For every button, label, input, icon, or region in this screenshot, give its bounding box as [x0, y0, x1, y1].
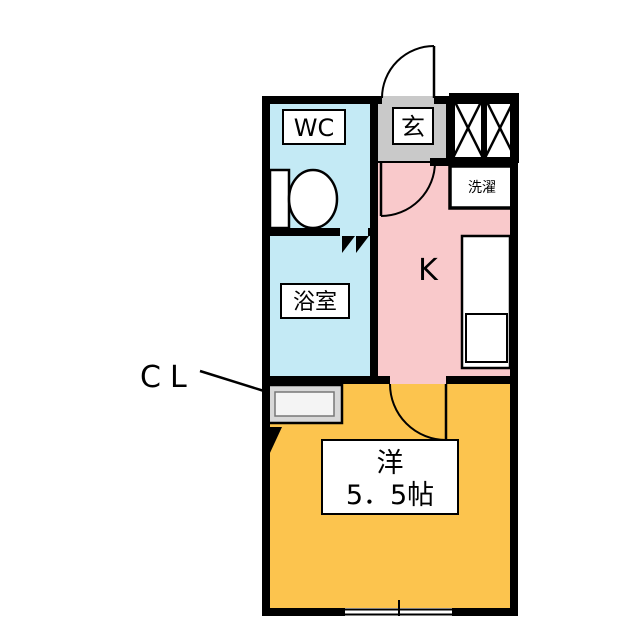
wc-label-box	[282, 109, 346, 145]
wall-bottom-right	[452, 608, 518, 616]
wall-genkan-shaft	[446, 96, 454, 164]
closet-door-mark	[269, 427, 282, 455]
wall-kitchen-room	[446, 376, 518, 384]
sink-icon	[465, 313, 508, 363]
laundry-area: 洗濯	[448, 164, 516, 210]
wc-label: WC	[294, 114, 335, 142]
room-label-name: 洋	[377, 448, 404, 479]
shaft-hatch	[449, 93, 519, 163]
wall-wc-bath-right	[368, 228, 378, 236]
labels: WC 玄 K 浴室 洋 5．5帖 CL	[140, 107, 459, 515]
entrance-door-arc	[381, 45, 435, 99]
closet-label: CL	[140, 360, 196, 395]
wall-wc-bath-left	[262, 228, 340, 236]
walls	[262, 96, 518, 616]
wall-bottom-left	[262, 608, 345, 616]
wall-top-left	[262, 96, 382, 104]
wall-left	[262, 96, 270, 616]
bath-label: 浴室	[293, 290, 337, 315]
kitchen-label: K	[418, 253, 439, 288]
bath-door-marks	[342, 236, 369, 253]
wall-bath-room	[262, 376, 390, 384]
closet-callout-line	[199, 369, 265, 393]
wall-center-vertical	[370, 96, 378, 384]
kitchen-counter	[460, 234, 512, 370]
bath-label-box	[280, 283, 350, 319]
closet-inner	[274, 391, 335, 417]
closet	[265, 383, 344, 455]
laundry-label: 洗濯	[468, 180, 496, 196]
doors	[379, 45, 448, 441]
window-bottom	[345, 600, 452, 616]
genkan-label: 玄	[401, 113, 425, 141]
toilet-icon	[268, 168, 339, 230]
room-label-size: 5．5帖	[346, 480, 434, 511]
room-label-box	[321, 439, 459, 515]
genkan-label-box	[392, 107, 434, 145]
wall-top-right	[434, 96, 518, 104]
room-door-arc	[389, 383, 447, 441]
wall-under-shaft	[430, 158, 518, 166]
kitchen-door-arc	[380, 161, 436, 217]
wall-right	[510, 96, 518, 616]
laundry-box	[448, 164, 516, 210]
